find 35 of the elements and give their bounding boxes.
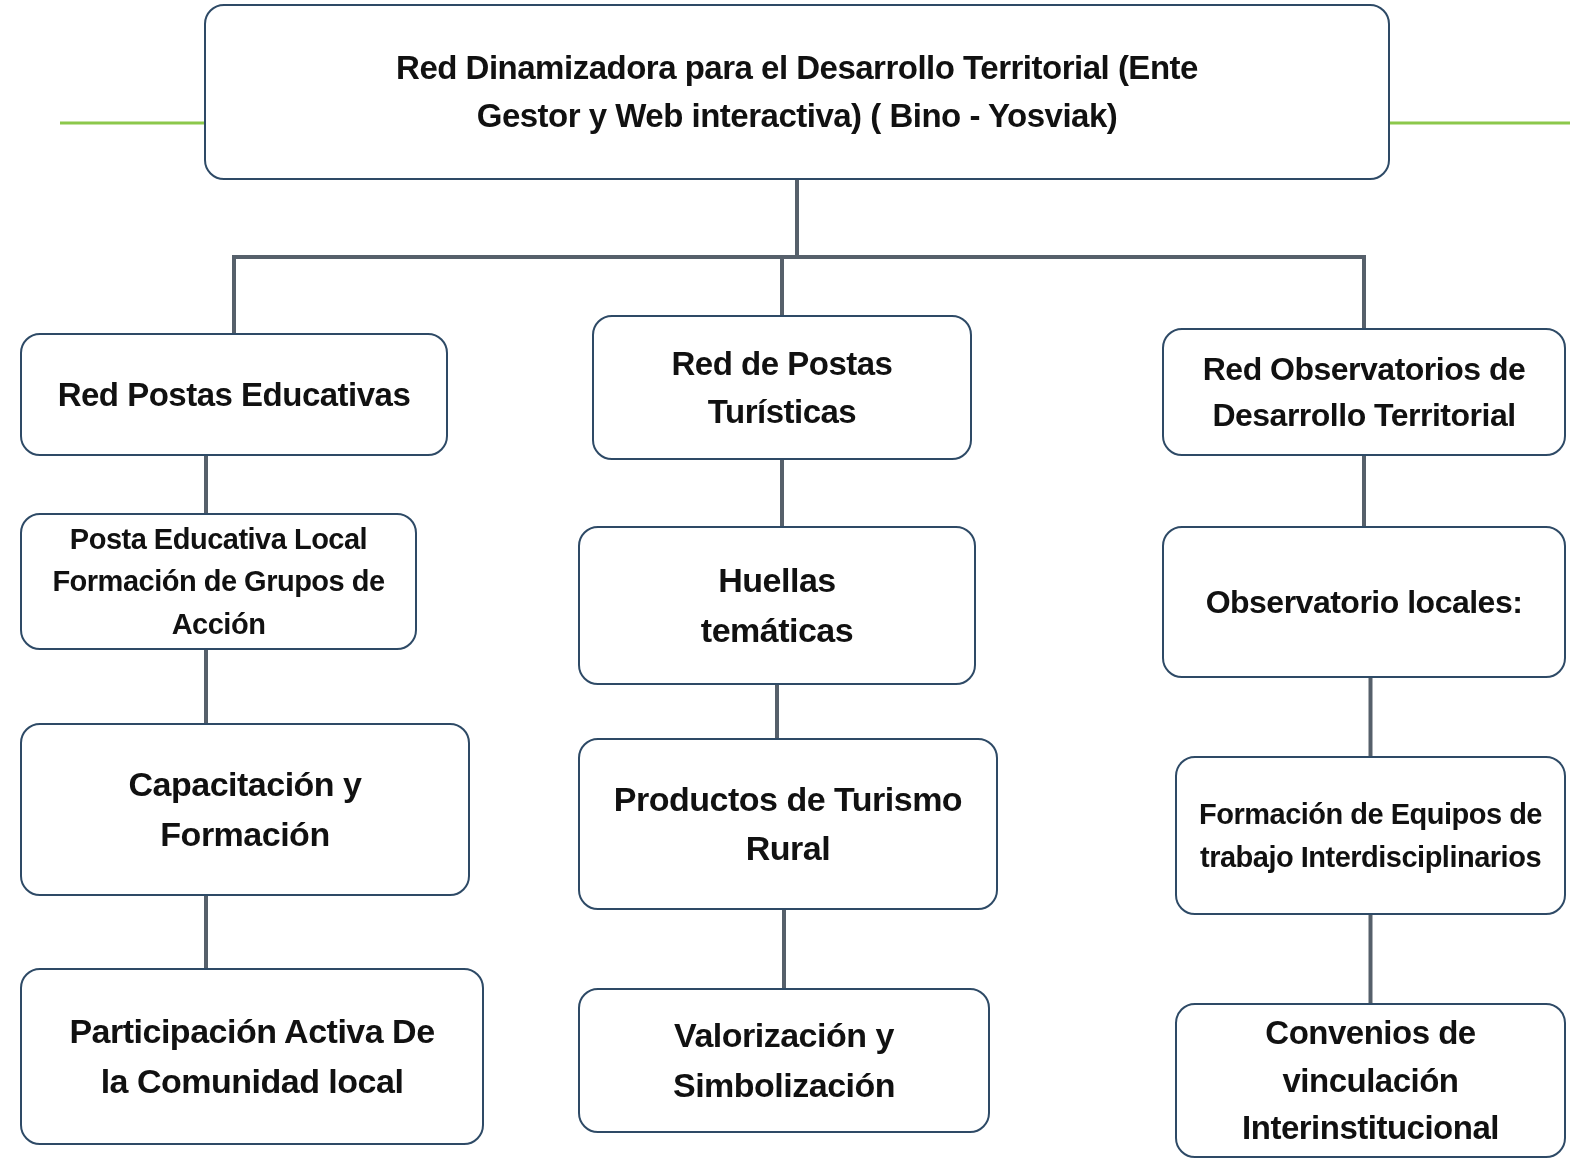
connector-line — [204, 456, 208, 513]
process-box — [578, 526, 976, 685]
connector-line — [1368, 915, 1373, 1003]
process-box — [204, 4, 1390, 180]
box-text: Red de Postas Turísticas — [670, 343, 894, 432]
box-text: Valorización y Simbolización — [671, 1015, 897, 1106]
connector-line — [1362, 456, 1366, 526]
process-box — [1175, 1003, 1566, 1158]
process-box — [20, 333, 448, 456]
process-box — [1162, 526, 1566, 678]
connector-line — [780, 460, 784, 526]
process-box — [20, 513, 417, 650]
connector-line — [204, 650, 208, 723]
box-text: Formación de Equipos de trabajo Interdisciplinarios — [1198, 797, 1543, 875]
box-text: Productos de Turismo Rural — [612, 778, 964, 869]
box-text: Capacitación y Formación — [127, 764, 363, 855]
box-text: Huellas temáticas — [699, 560, 855, 651]
box-text: Posta Educativa Local Formación de Grupos de Acción — [51, 522, 386, 642]
process-box — [1162, 328, 1566, 456]
connector-line — [1368, 678, 1373, 756]
process-box — [578, 738, 998, 910]
box-text: Participación Activa De la Comunidad local — [68, 1011, 436, 1102]
process-box — [578, 988, 990, 1133]
process-box — [592, 315, 972, 460]
connector-line — [775, 685, 779, 738]
box-text: Observatorio locales: — [1205, 582, 1523, 622]
connector-line — [782, 910, 786, 988]
box-text: Red Postas Educativas — [57, 374, 411, 415]
process-box — [1175, 756, 1566, 915]
process-box — [20, 723, 470, 896]
box-text: Convenios de vinculación Interinstitucional — [1241, 1012, 1500, 1149]
connector-line — [204, 896, 208, 968]
box-text: Red Observatorios de Desarrollo Territorial — [1201, 349, 1527, 435]
process-box — [20, 968, 484, 1145]
box-text: Red Dinamizadora para el Desarrollo Territorial (Ente Gestor y Web interactiva) ( Bino - Yosviak) — [395, 48, 1199, 136]
